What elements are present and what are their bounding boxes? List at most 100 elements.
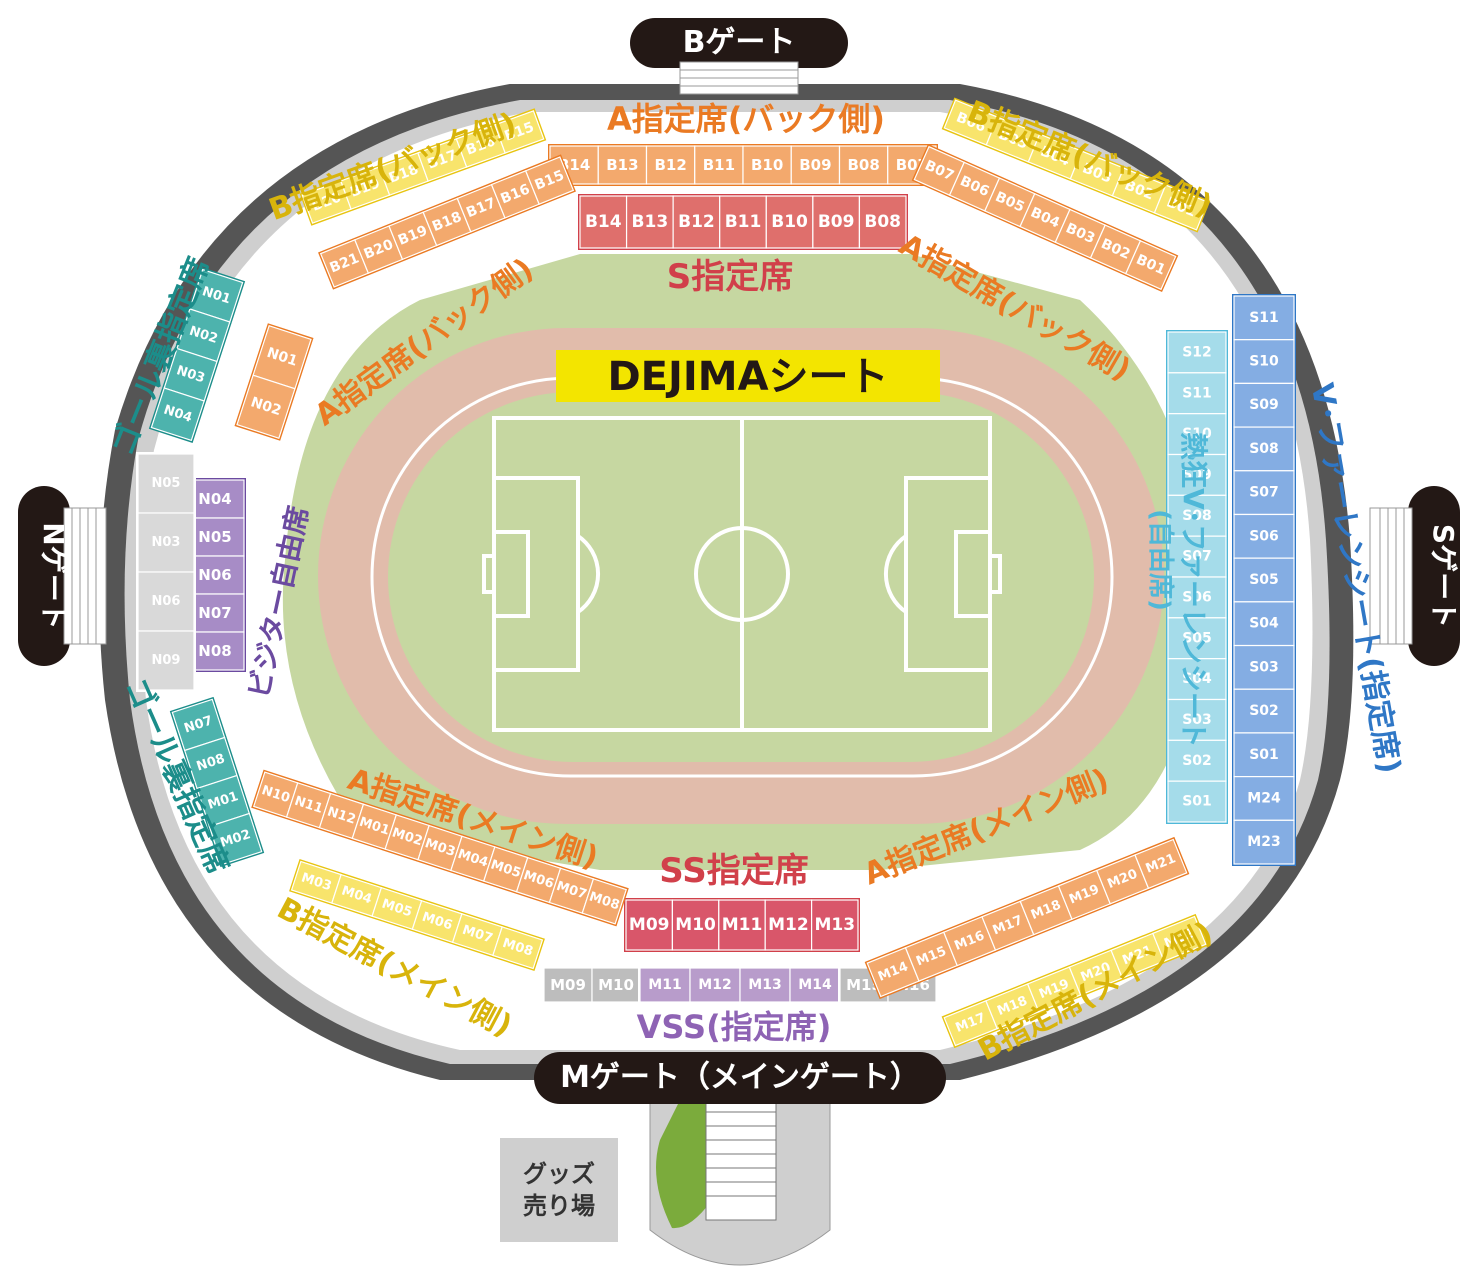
seat-block-b11[interactable]: B11 [694,145,744,185]
seat-block-m18[interactable]: M18 [985,983,1040,1030]
seat-block-s06[interactable]: S06 [1167,576,1227,619]
seat-block-m11[interactable]: M11 [639,967,691,1003]
seat-block-cell[interactable] [1233,557,1295,603]
seat-block-m02[interactable]: M02 [208,812,263,866]
seat-block-s12[interactable]: S12 [1167,331,1227,374]
seat-block-m08[interactable]: M08 [492,926,544,970]
seat-block-cell[interactable] [1167,576,1227,619]
seat-block-m07[interactable]: M07 [451,913,503,957]
seat-block-b05[interactable]: B05 [984,177,1036,228]
seat-block-cell[interactable] [1167,698,1227,741]
seat-block-m05[interactable]: M05 [482,846,529,893]
seat-block-s02[interactable]: S02 [1233,688,1295,734]
seat-block-m17[interactable]: M17 [981,900,1035,951]
seat-block-s09[interactable]: S09 [1167,453,1227,496]
seat-block-cell[interactable] [1167,413,1227,456]
seat-block-b01[interactable]: B01 [1124,239,1177,291]
seat-block-b10[interactable]: B10 [765,195,814,249]
seat-block-b07[interactable]: B07 [913,145,966,197]
seat-block-m15[interactable]: M15 [904,931,959,982]
seat-block-cell[interactable] [1167,372,1227,415]
seat-block-m12[interactable]: M12 [764,899,813,951]
seat-block-s05[interactable]: S05 [1233,557,1295,603]
seat-block-cell[interactable] [208,812,263,866]
seat-block-n06[interactable]: N06 [137,571,195,632]
seat-block-cell[interactable] [524,156,575,205]
seat-block-s09[interactable]: S09 [1233,382,1295,428]
seat-block-cell[interactable] [1167,535,1227,578]
seat-block-m14[interactable]: M14 [789,967,841,1003]
seat-block-b19[interactable]: B19 [388,211,438,261]
seat-block-s03[interactable]: S03 [1233,644,1295,690]
seat-block-b20[interactable]: B20 [301,180,352,224]
seat-block-cell[interactable] [810,899,859,951]
seat-block-m03[interactable]: M03 [417,824,463,872]
seat-block-n01[interactable]: N01 [252,324,312,390]
seat-block-b09[interactable]: B09 [812,195,861,249]
seat-block-s05[interactable]: S05 [1167,617,1227,660]
seat-block-cell[interactable] [1167,331,1227,374]
seat-block-b15[interactable]: B15 [524,156,575,205]
seat-block-b19[interactable]: B19 [340,166,391,210]
seat-block-cell[interactable] [597,145,648,185]
seat-block-cell[interactable] [494,110,545,154]
seat-block-n11[interactable]: N11 [285,782,332,829]
seat-block-cell[interactable] [764,899,813,951]
seat-block-cell[interactable] [838,145,889,185]
seat-block-m20[interactable]: M20 [1095,854,1150,905]
seat-block-n04[interactable]: N04 [150,387,205,442]
seat-block-cell[interactable] [1167,780,1227,823]
seat-block-s10[interactable]: S10 [1233,339,1295,384]
seat-block-b02[interactable]: B02 [1111,167,1167,214]
seat-block-n02[interactable]: N02 [236,374,296,440]
gate-s[interactable]: Sゲート [1369,486,1460,666]
seat-block-m16[interactable]: M16 [942,915,997,967]
seat-block-n02[interactable]: N02 [176,308,231,363]
seat-block-s04[interactable]: S04 [1233,601,1295,647]
seat-block-cell[interactable] [150,387,205,442]
seat-block-b18[interactable]: B18 [378,152,429,196]
seat-block-m11[interactable]: M11 [718,899,766,951]
seat-block-cell[interactable] [789,967,841,1003]
seat-block-m01[interactable]: M01 [196,774,251,828]
seat-block-s08[interactable]: S08 [1233,426,1295,472]
seat-block-n07[interactable]: N07 [171,698,226,752]
seat-block-m20[interactable]: M20 [1068,949,1124,996]
seat-block-b11[interactable]: B11 [719,195,767,249]
seat-block-b13[interactable]: B13 [597,145,648,185]
seat-block-cell[interactable] [625,195,674,249]
seat-block-m13[interactable]: M13 [739,967,791,1003]
gate-m[interactable]: Mゲート（メインゲート） [534,1052,946,1266]
seat-block-b10[interactable]: B10 [742,145,792,185]
gate-b[interactable]: Bゲート [630,18,848,95]
seat-block-b08[interactable]: B08 [858,195,907,249]
seat-block-m03[interactable]: M03 [290,860,342,904]
seat-block-m12[interactable]: M12 [689,967,741,1003]
seat-block-s04[interactable]: S04 [1167,658,1227,701]
seat-block-cell[interactable] [1233,426,1295,472]
seat-block-cell[interactable] [790,145,841,185]
seat-block-cell[interactable] [858,195,907,249]
seat-block-b05[interactable]: B05 [985,116,1041,163]
seat-block-cell[interactable] [543,967,593,1003]
seat-block-m21[interactable]: M21 [1134,838,1188,890]
seat-block-b20[interactable]: B20 [354,225,404,274]
seat-block-cell[interactable] [1134,838,1188,890]
seat-block-cell[interactable] [579,195,628,249]
seat-block-cell[interactable] [689,967,741,1003]
seat-block-cell[interactable] [1167,494,1227,537]
seat-block-cell[interactable] [581,878,628,925]
seat-block-cell[interactable] [1153,184,1209,231]
seat-block-n10[interactable]: N10 [252,771,299,818]
seat-block-cell[interactable] [137,571,195,632]
seat-block-m24[interactable]: M24 [1233,776,1295,821]
seat-block-m13[interactable]: M13 [810,899,859,951]
seat-block-b08[interactable]: B08 [838,145,889,185]
seat-block-b13[interactable]: B13 [625,195,674,249]
seat-block-cell[interactable] [1233,776,1295,821]
seat-block-m05[interactable]: M05 [371,886,423,931]
seat-block-s11[interactable]: S11 [1233,295,1295,341]
seat-block-m19[interactable]: M19 [1057,869,1112,921]
seat-block-cell[interactable] [1233,382,1295,428]
seat-block-m21[interactable]: M21 [1110,932,1165,979]
